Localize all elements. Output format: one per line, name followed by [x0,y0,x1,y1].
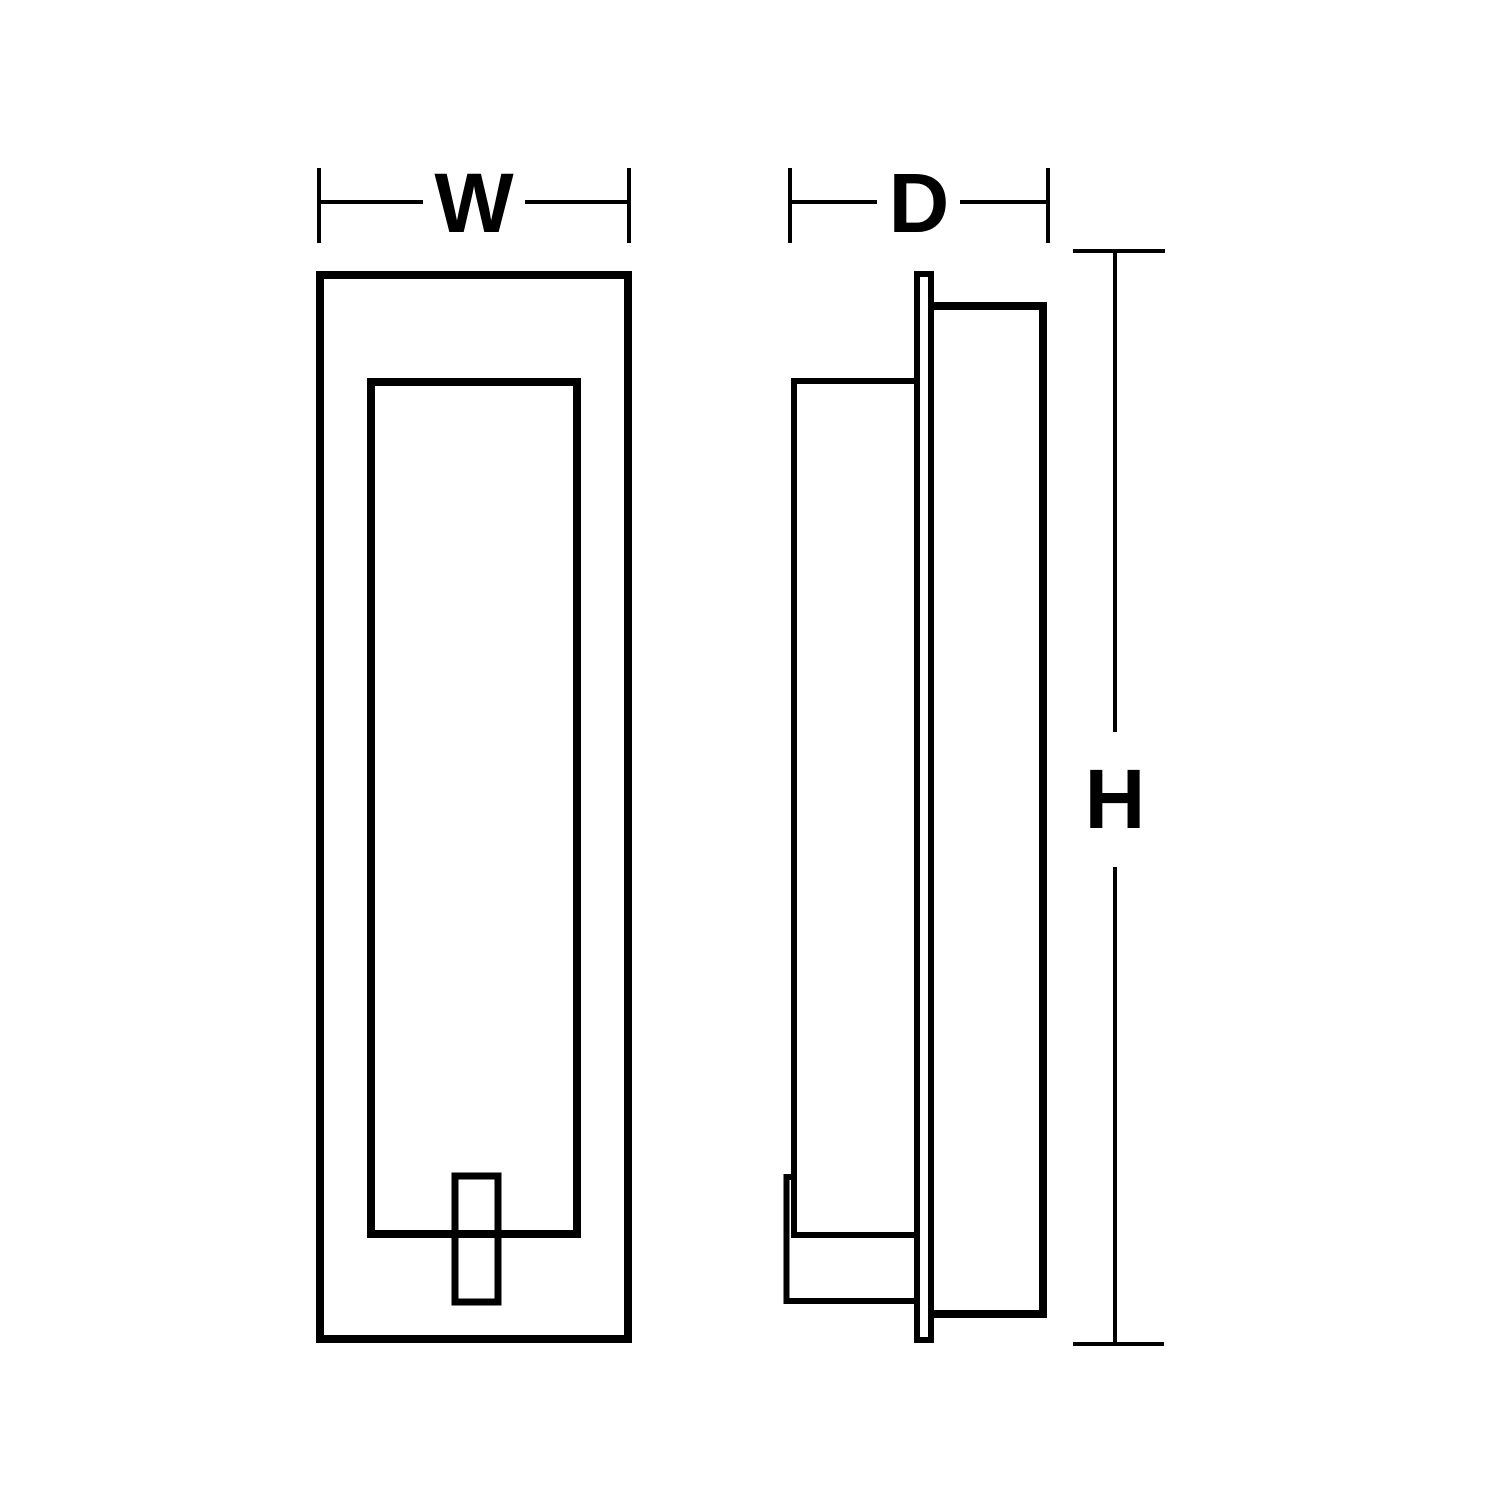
height-label: H [1085,752,1146,846]
front-inner-frame [367,378,581,1238]
depth-dimension: D [788,156,1050,250]
width-dimension: W [317,156,631,250]
front-outer-frame [316,271,632,1343]
side-front-panel [924,302,1047,1318]
width-label: W [434,156,514,250]
side-wall-backplate [914,271,934,1343]
candle-socket [451,1172,502,1306]
depth-label: D [889,156,950,250]
front-view [316,271,632,1343]
side-body-profile [791,378,920,1238]
height-dimension: H [1073,249,1165,1346]
side-view [783,271,1047,1343]
side-bottom-lip [783,1174,920,1304]
